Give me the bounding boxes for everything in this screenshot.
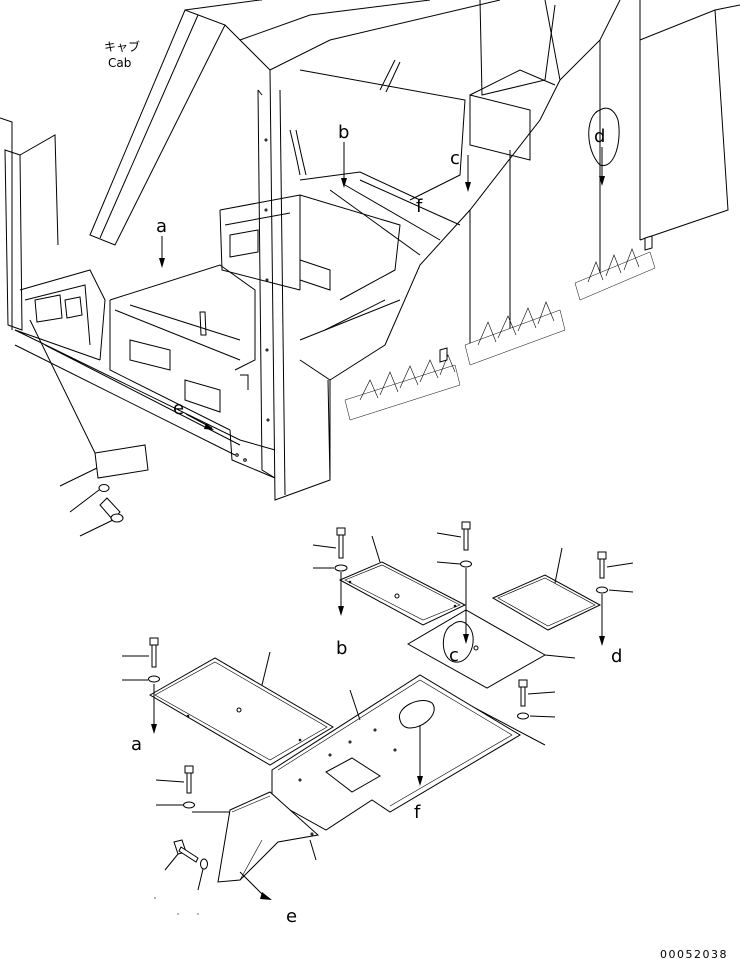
svg-text:a: a [156, 216, 167, 237]
callout-a-upper: a [156, 216, 167, 268]
cab-label: キャブ Cab [104, 39, 140, 70]
bolt-f [517, 679, 556, 720]
callout-c-lower: c [449, 645, 459, 666]
svg-text:c: c [450, 148, 460, 169]
callout-c-upper: c [450, 148, 471, 192]
drawing-number: 00052038 [660, 948, 728, 961]
callout-b-lower: b [336, 638, 347, 659]
track-shoe-row-1 [344, 354, 461, 421]
bolt-c [436, 521, 472, 644]
bolt-a [122, 637, 160, 734]
svg-text:d: d [594, 126, 605, 147]
bolt [79, 497, 124, 537]
bolt-e-upper [155, 765, 230, 813]
bolt-b [312, 527, 348, 616]
track-bracket [439, 347, 448, 363]
callout-e-lower: e [286, 906, 297, 927]
cab-label-english: Cab [108, 56, 131, 70]
cover-plate-d [491, 547, 602, 631]
svg-text:f: f [416, 196, 423, 217]
side-cover-plate [29, 319, 149, 487]
callout-e-upper: e [173, 398, 214, 430]
callout-a-lower: a [131, 734, 142, 755]
callout-d-lower: d [611, 646, 622, 667]
bolt-e-lower [154, 839, 208, 915]
cover-bracket-e [217, 791, 320, 900]
cab-assembly [0, 0, 740, 501]
cover-plate-b [338, 535, 467, 626]
callout-d-upper: d [588, 107, 620, 186]
cover-plate-c [406, 609, 576, 746]
track-shoe-row-2 [464, 301, 566, 366]
washer [69, 484, 110, 513]
track-shoe-row-3 [574, 235, 656, 301]
svg-text:e: e [173, 398, 184, 419]
cab-label-japanese: キャブ [104, 39, 140, 54]
callout-f-upper: f [416, 196, 423, 217]
cover-plate-a [148, 651, 334, 766]
callout-f-lower: f [414, 802, 421, 823]
bolt-d [596, 551, 634, 646]
callout-b-upper: b [338, 122, 349, 188]
svg-text:b: b [338, 122, 349, 143]
cover-plate-f [271, 674, 521, 831]
